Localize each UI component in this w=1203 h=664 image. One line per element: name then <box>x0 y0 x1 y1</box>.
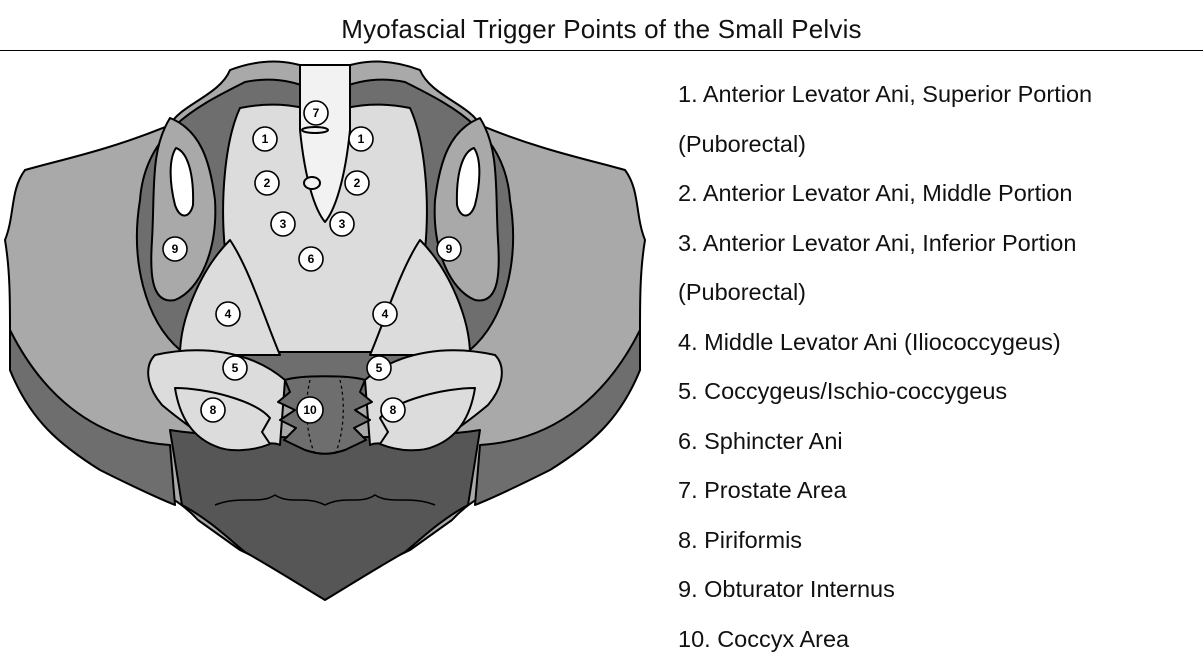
legend-item-8: 8. Piriformis <box>678 516 1203 566</box>
legend-item-2: 2. Anterior Levator Ani, Middle Portion <box>678 169 1203 219</box>
pelvis-diagram: 7 1 1 2 2 3 3 6 4 4 5 5 8 8 10 9 9 <box>0 52 660 652</box>
title-divider <box>0 50 1203 51</box>
marker-2-right: 2 <box>354 176 361 190</box>
legend-item-7: 7. Prostate Area <box>678 466 1203 516</box>
marker-6: 6 <box>308 252 315 266</box>
page-title: Myofascial Trigger Points of the Small P… <box>0 14 1203 45</box>
marker-10: 10 <box>303 403 317 417</box>
marker-8-right: 8 <box>390 403 397 417</box>
coccyx-area <box>278 376 372 454</box>
marker-8-left: 8 <box>210 403 217 417</box>
marker-3-right: 3 <box>339 217 346 231</box>
legend-item-6: 6. Sphincter Ani <box>678 417 1203 467</box>
marker-7: 7 <box>313 106 320 120</box>
marker-4-left: 4 <box>225 307 232 321</box>
marker-4-right: 4 <box>382 307 389 321</box>
legend-item-3: 3. Anterior Levator Ani, Inferior Portio… <box>678 219 1203 269</box>
marker-5-left: 5 <box>232 361 239 375</box>
marker-2-left: 2 <box>264 176 271 190</box>
marker-9-right: 9 <box>446 242 453 256</box>
legend-item-5: 5. Coccygeus/Ischio-coccygeus <box>678 367 1203 417</box>
legend-item-1-continued: (Puborectal) <box>678 120 1203 170</box>
legend-item-10: 10. Coccyx Area <box>678 615 1203 664</box>
marker-5-right: 5 <box>376 361 383 375</box>
legend-item-3-continued: (Puborectal) <box>678 268 1203 318</box>
legend-list: 1. Anterior Levator Ani, Superior Portio… <box>678 70 1203 664</box>
legend-item-9: 9. Obturator Internus <box>678 565 1203 615</box>
legend-item-4: 4. Middle Levator Ani (Iliococcygeus) <box>678 318 1203 368</box>
legend-item-1: 1. Anterior Levator Ani, Superior Portio… <box>678 70 1203 120</box>
sacrum <box>170 430 480 600</box>
marker-3-left: 3 <box>280 217 287 231</box>
marker-1-right: 1 <box>358 132 365 146</box>
marker-1-left: 1 <box>262 132 269 146</box>
marker-9-left: 9 <box>172 242 179 256</box>
